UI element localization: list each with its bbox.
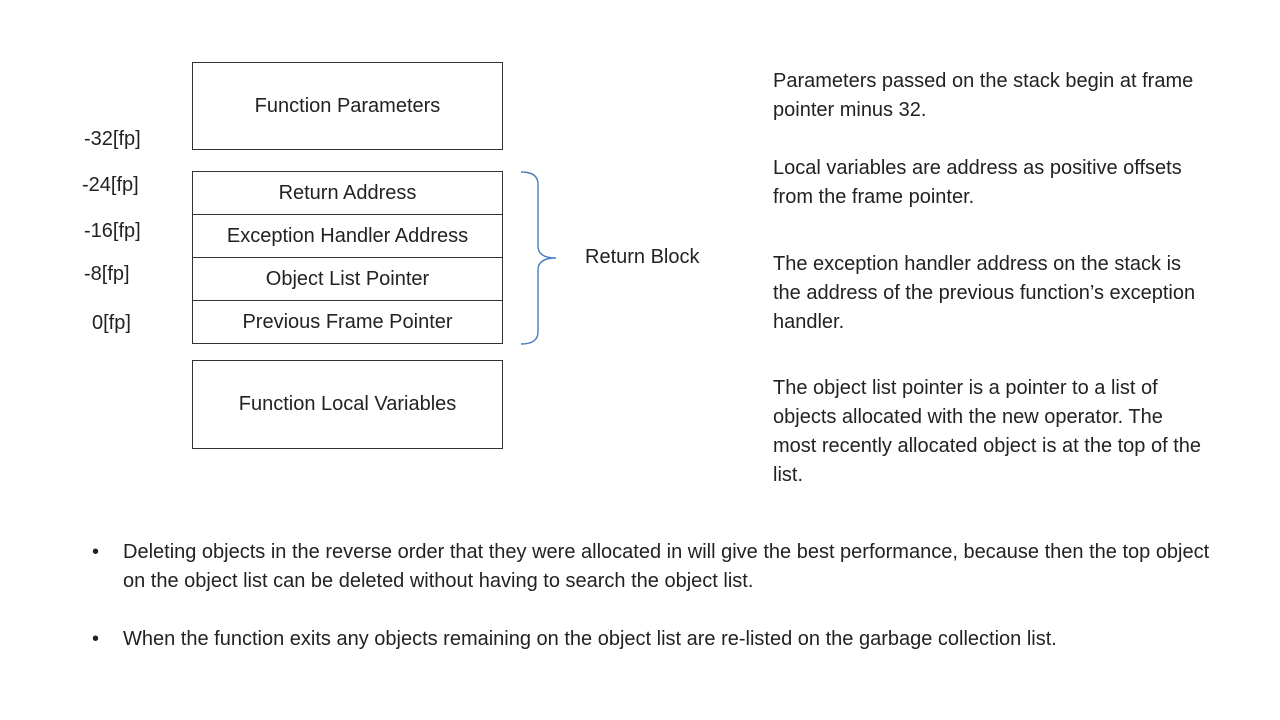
offset-label-minus-24: -24[fp]: [82, 174, 139, 196]
bullet-marker: •: [92, 628, 100, 650]
return-block-label: Return Block: [585, 246, 700, 268]
bullet-text: When the function exits any objects rema…: [123, 628, 1057, 650]
return-block-stack: Return Address Exception Handler Address…: [192, 171, 503, 344]
function-local-variables-box: Function Local Variables: [192, 360, 503, 449]
offset-label-minus-32: -32[fp]: [84, 128, 141, 150]
stack-row-return-address: Return Address: [193, 172, 502, 215]
offset-label-minus-16: -16[fp]: [84, 220, 141, 242]
bullet-item-delete-order: • Deleting objects in the reverse order …: [92, 538, 1212, 596]
offset-label-minus-8: -8[fp]: [84, 263, 130, 285]
note-local-variables: Local variables are address as positive …: [773, 157, 1182, 208]
note-parameters: Parameters passed on the stack begin at …: [773, 70, 1194, 121]
return-block-brace-icon: [520, 171, 557, 345]
stack-row-exception-handler-address: Exception Handler Address: [193, 215, 502, 258]
bullet-item-function-exit: • When the function exits any objects re…: [92, 625, 1212, 654]
function-parameters-box: Function Parameters: [192, 62, 503, 150]
bullet-marker: •: [92, 541, 100, 563]
offset-label-zero: 0[fp]: [92, 312, 131, 334]
note-exception-handler: The exception handler address on the sta…: [773, 253, 1196, 333]
bullet-text: Deleting objects in the reverse order th…: [123, 541, 1210, 592]
stack-row-previous-frame-pointer: Previous Frame Pointer: [242, 310, 453, 333]
stack-row-object-list-pointer: Object List Pointer: [193, 258, 502, 301]
note-object-list-pointer: The object list pointer is a pointer to …: [773, 377, 1202, 486]
